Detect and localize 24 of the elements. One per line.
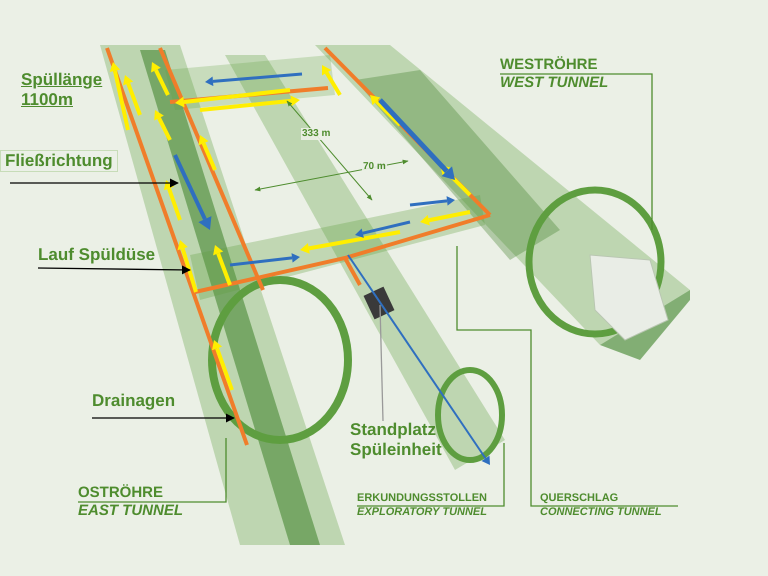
tunnel-name: QUERSCHLAG (540, 492, 620, 505)
leader-line (456, 246, 678, 507)
tunnel-name-english: CONNECTING TUNNEL (540, 506, 662, 518)
callout-label: Standplatz Spüleinheit (350, 420, 443, 460)
callout-label: Drainagen (92, 391, 176, 411)
tunnel-name: ERKUNDUNGSSTOLLEN (357, 492, 487, 505)
dimension-label: 333 m (301, 128, 332, 140)
leader-line (78, 438, 227, 503)
tunnel-name-english: EAST TUNNEL (78, 502, 183, 520)
leader-line (379, 304, 384, 422)
leader-line (10, 178, 179, 188)
tunnel-name: OSTRÖHRE (78, 484, 164, 502)
leader-line (38, 265, 191, 274)
length-note: Spüllänge 1100m (20, 70, 104, 111)
dimension-label: 70 m (362, 161, 387, 173)
tunnel-name-english: EXPLORATORY TUNNEL (357, 506, 487, 518)
callout-label: Fließrichtung (5, 151, 113, 171)
tunnel-name-english: WEST TUNNEL (500, 74, 608, 92)
leader-line (500, 73, 653, 230)
callout-box (0, 150, 118, 172)
tunnel-name: WESTRÖHRE (500, 56, 598, 74)
leader-line (92, 413, 235, 423)
leader-line (357, 443, 505, 507)
callout-label: Lauf Spüldüse (38, 245, 156, 265)
